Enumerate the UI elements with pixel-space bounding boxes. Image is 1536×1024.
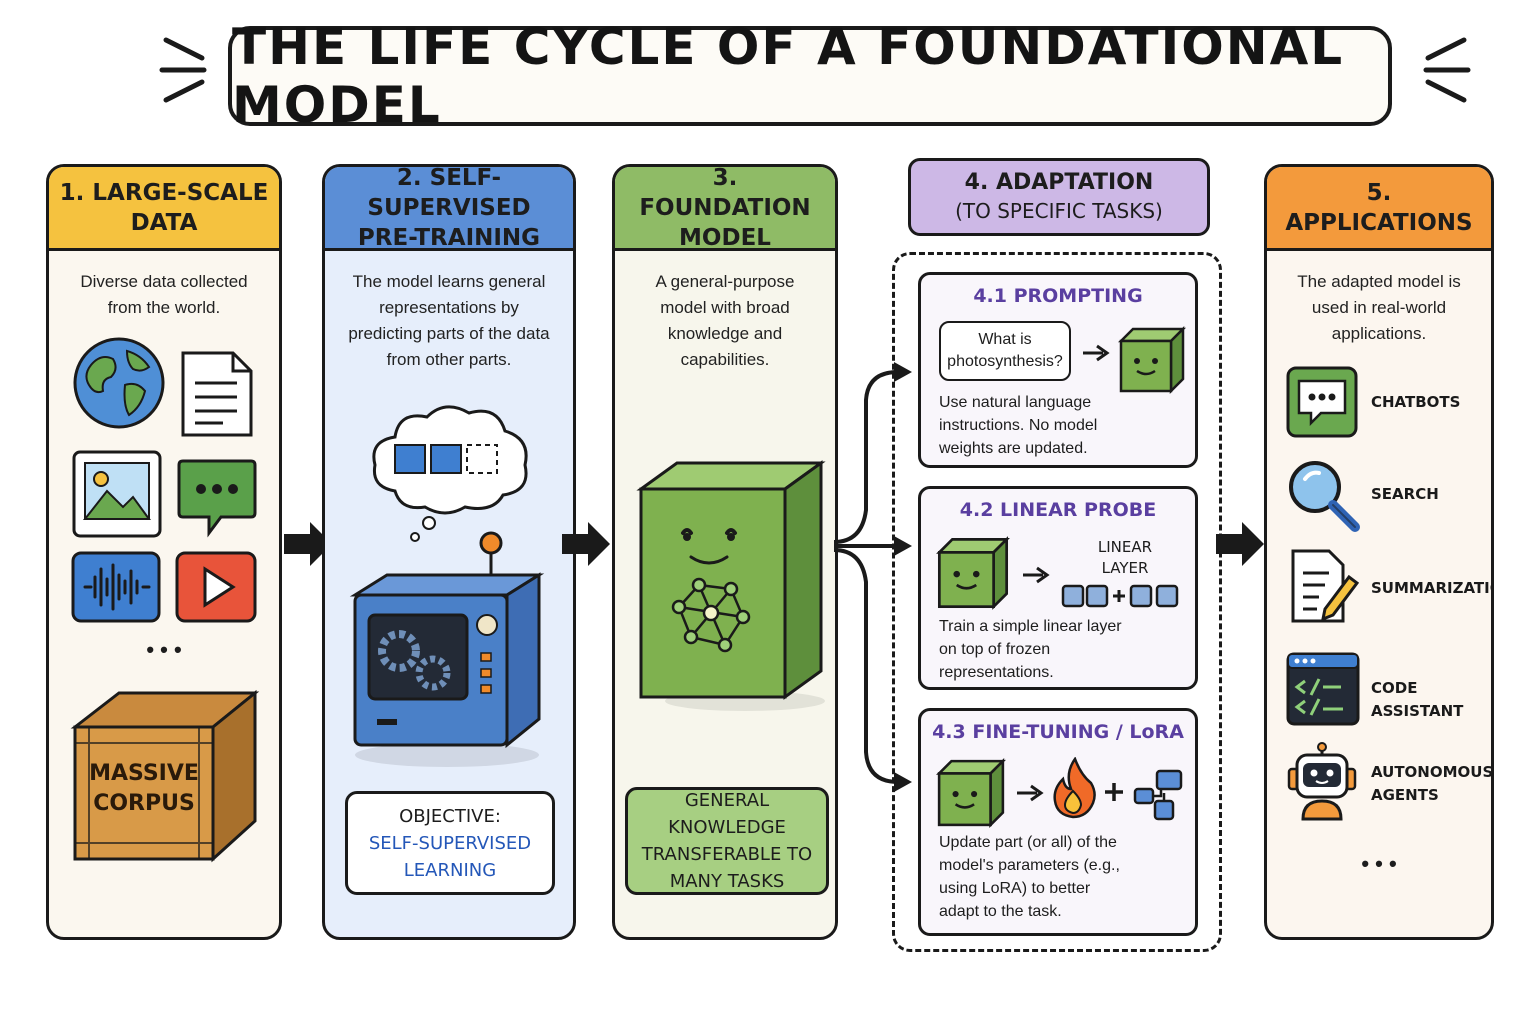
stage-4-title: 4. ADAPTATION (964, 170, 1154, 195)
stage-5-description: The adapted model is used in real-world … (1297, 272, 1461, 343)
fine-tuning-title: 4.3 FINE-TUNING / LoRA (932, 721, 1184, 743)
stage-3-description: A general-purpose model with broad knowl… (655, 272, 795, 369)
emphasis-lines-right-icon (1423, 37, 1471, 103)
flame-icon (1053, 757, 1096, 819)
linear-layer-blocks-icon (1061, 584, 1179, 608)
image-icon (72, 450, 162, 538)
stage-2-description: The model learns general representations… (348, 272, 550, 369)
prompting-title: 4.1 PROMPTING (973, 285, 1143, 307)
more-applications-ellipsis: • • • (1361, 851, 1397, 876)
magnifier-icon (1289, 461, 1360, 532)
chat-icon (177, 459, 257, 538)
fine-tuning-text-line-2: model's parameters (e.g., (939, 857, 1120, 874)
linear-layer-label: LINEAR LAYER (1075, 537, 1175, 579)
right-arrow-icon (1083, 344, 1110, 362)
adaptation-methods-group (892, 252, 1222, 952)
globe-icon (73, 337, 165, 429)
fine-tuning-text-line-1: Update part (or all) of the (939, 834, 1117, 851)
model-cube-icon (1117, 325, 1187, 395)
stage-3-panel: 3. FOUNDATION MODEL A general-purpose mo… (612, 164, 838, 940)
prompting-text-line-2: instructions. No model (939, 417, 1098, 434)
app-search-label: SEARCH (1371, 485, 1439, 503)
fine-tuning-text-line-3: using LoRA) to better (939, 880, 1091, 897)
crate-icon (70, 689, 260, 863)
prompting-text-line-1: Use natural language (939, 394, 1092, 411)
linear-probe-text-line-2: on top of frozen (939, 641, 1051, 658)
arrow-stage3-to-adaptation (833, 362, 912, 792)
title-banner: THE LIFE CYCLE OF A FOUNDATIONAL MODEL (228, 18, 1392, 134)
training-machine-icon (349, 531, 545, 767)
stage-1-panel: 1. LARGE-SCALE DATA Diverse data collect… (46, 164, 282, 940)
pencil-document-icon (1291, 549, 1360, 623)
stage-1-heading: 1. LARGE-SCALE DATA (49, 167, 279, 251)
right-arrow-icon (1023, 566, 1050, 584)
app-autonomous-agents-label: AUTONOMOUS AGENTS (1371, 763, 1494, 804)
stage-2-heading: 2. SELF-SUPERVISED PRE-TRAINING (325, 167, 573, 251)
prompting-card: 4.1 PROMPTING What is photosynthesis? Us… (918, 272, 1198, 468)
fine-tuning-card: 4.3 FINE-TUNING / LoRA Update part (or a… (918, 708, 1198, 936)
linear-probe-text-line-1: Train a simple linear layer (939, 618, 1122, 635)
video-icon (175, 551, 257, 623)
linear-layer-label-line-2: LAYER (1101, 559, 1149, 577)
foundation-model-block-icon (636, 460, 826, 711)
page-title: THE LIFE CYCLE OF A FOUNDATIONAL MODEL (232, 18, 1345, 134)
stage-4-subtitle: (TO SPECIFIC TASKS) (955, 199, 1163, 223)
linear-probe-card: 4.2 LINEAR PROBE LINEAR LAYER Train a si… (918, 486, 1198, 690)
robot-icon (1287, 742, 1357, 821)
objective-box: OBJECTIVE: SELF-SUPERVISED LEARNING (345, 791, 555, 895)
model-cube-icon (936, 536, 1010, 610)
stage-4-heading: 4. ADAPTATION (TO SPECIFIC TASKS) (908, 158, 1210, 236)
app-code-assistant-label: CODE ASSISTANT (1371, 679, 1464, 720)
linear-probe-text-line-3: representations. (939, 664, 1054, 681)
emphasis-lines-left-icon (159, 37, 207, 103)
linear-layer-label-line-1: LINEAR (1097, 538, 1153, 556)
right-arrow-icon (1017, 784, 1044, 802)
more-data-ellipsis: • • • (146, 637, 182, 662)
app-chatbots-label: CHATBOTS (1371, 393, 1461, 411)
example-prompt-line-2: photosynthesis? (947, 353, 1063, 370)
thought-cloud-icon (372, 405, 528, 542)
objective-label: OBJECTIVE: (399, 805, 501, 827)
example-prompt-bubble: What is photosynthesis? (939, 321, 1071, 381)
arrow-stage2-to-stage3 (562, 522, 610, 566)
plus-icon (1105, 783, 1123, 801)
chat-bubble-icon (1286, 366, 1358, 438)
stage-1-description: Diverse data collected from the world. (80, 272, 248, 317)
stage-2-panel: 2. SELF-SUPERVISED PRE-TRAINING The mode… (322, 164, 576, 940)
lora-adapter-icon (1133, 769, 1183, 821)
general-knowledge-box: GENERAL KNOWLEDGE TRANSFERABLE TO MANY T… (625, 787, 829, 895)
arrow-stage1-to-stage2 (284, 522, 332, 566)
prompting-text-line-3: weights are updated. (939, 440, 1088, 457)
example-prompt-line-1: What is (978, 331, 1032, 348)
code-window-icon (1286, 652, 1360, 726)
app-summarization-label: SUMMARIZATION (1371, 579, 1491, 597)
stage-3-heading: 3. FOUNDATION MODEL (615, 167, 835, 251)
fine-tuning-text-line-4: adapt to the task. (939, 903, 1062, 920)
crate-label: MASSIVE CORPUS (89, 761, 199, 816)
arrow-adaptation-to-stage5 (1216, 522, 1264, 566)
stage-5-heading: 5. APPLICATIONS (1267, 167, 1491, 251)
audio-icon (71, 551, 161, 623)
linear-probe-title: 4.2 LINEAR PROBE (959, 499, 1157, 521)
model-cube-icon (936, 758, 1006, 828)
stage-5-panel: 5. APPLICATIONS The adapted model is use… (1264, 164, 1494, 940)
objective-value: SELF-SUPERVISED LEARNING (368, 832, 532, 881)
document-icon (181, 351, 253, 437)
